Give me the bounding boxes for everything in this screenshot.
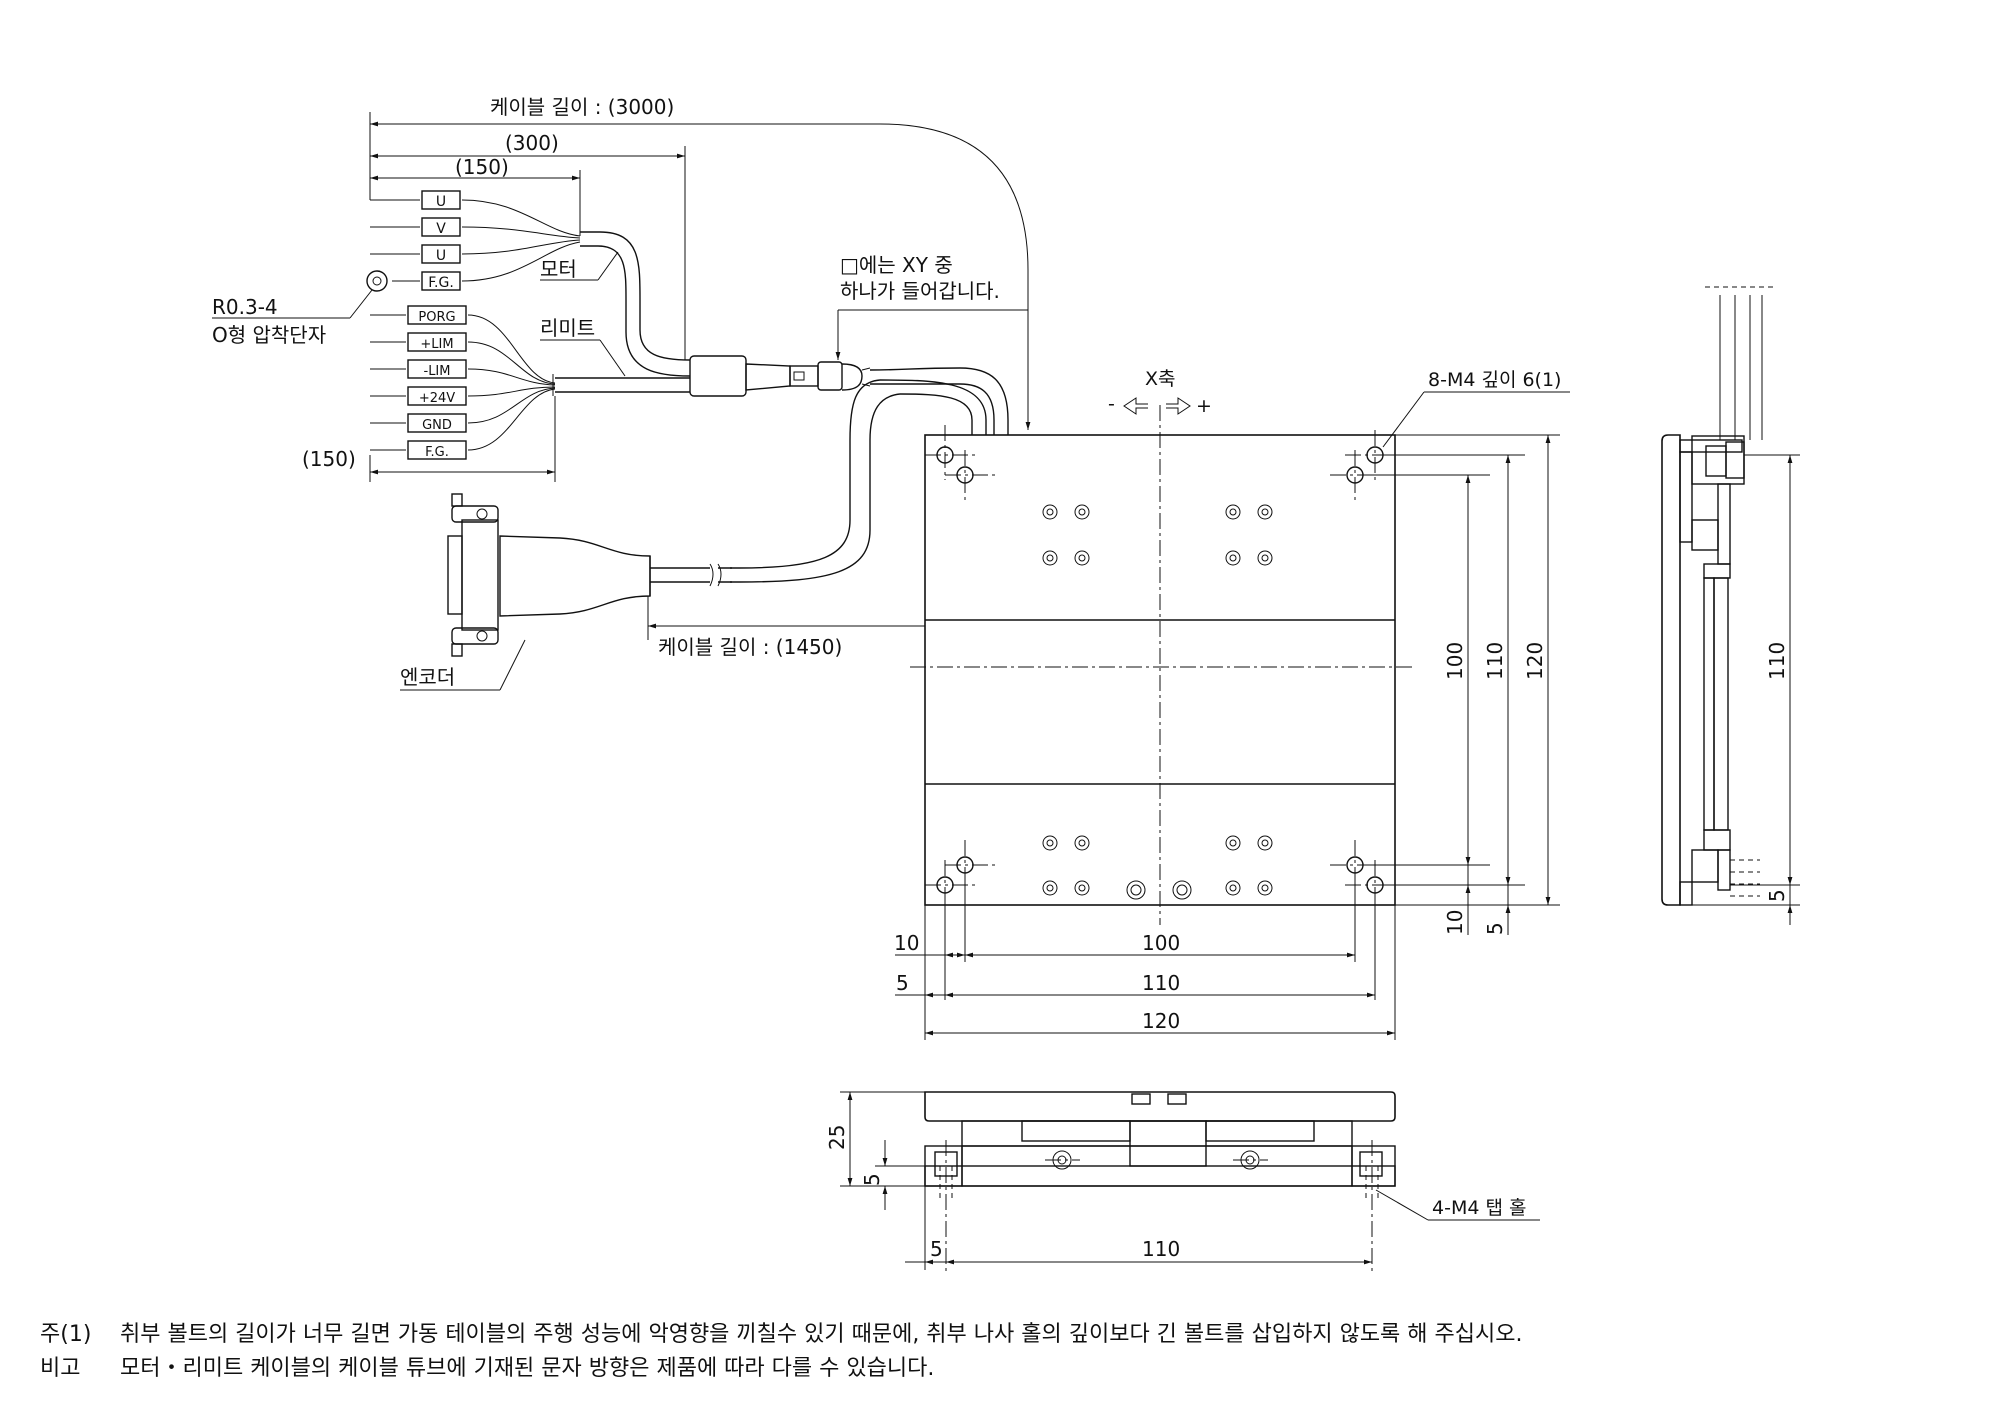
dim-10-left-label: 10 (894, 931, 919, 955)
dim-100-bottom-label: 100 (1142, 931, 1180, 955)
stage-front-view: 25 5 5 110 4-M4 탭 홀 (825, 1091, 1540, 1275)
xy-note-callout: □에는 XY 중 하나가 들어갑니다. (835, 253, 1028, 360)
limit-callout: 리미트 (540, 316, 626, 377)
limit-wire-gnd: GND (422, 418, 452, 433)
dim-120-bottom-label: 120 (1142, 1009, 1180, 1033)
motor-wire-u2: U (436, 248, 446, 264)
note-key: 비고 (40, 1356, 81, 1381)
dim-5-left-label: 5 (896, 971, 909, 995)
dim-110-right-label: 110 (1483, 642, 1507, 680)
dim-cable-length-encoder-label: 케이블 길이 : (1450) (658, 635, 842, 659)
motor-wire-u1: U (436, 194, 446, 210)
limit-wire-minus-lim: -LIM (424, 364, 451, 379)
note-text: 모터・리미트 케이블의 케이블 튜브에 기재된 문자 방향은 제품에 따라 다를… (120, 1356, 935, 1381)
x-minus-label: - (1108, 393, 1115, 415)
dim-150-top-label: (150) (455, 155, 509, 179)
note-key: 주(1) (40, 1322, 92, 1347)
stage-top-view: X축 - + 8-M4 깊이 6(1) 10 100 (894, 368, 1570, 1040)
motor-callout: 모터 (540, 251, 619, 281)
dim-150-left: (150) (302, 396, 556, 482)
cable-joint (689, 355, 961, 397)
front-5b-label: 5 (930, 1237, 943, 1261)
encoder-label: 엔코더 (400, 665, 455, 689)
dim-150-top: (150) (370, 155, 581, 236)
xy-note-line1: □에는 XY 중 (840, 253, 953, 277)
limit-label: 리미트 (540, 316, 595, 340)
front-25-label: 25 (825, 1125, 849, 1150)
dim-120-right-label: 120 (1523, 642, 1547, 680)
terminal-label-2: O형 압착단자 (212, 323, 326, 347)
xy-note-line2: 하나가 들어갑니다. (840, 279, 1000, 303)
encoder-callout: 엔코더 (400, 639, 526, 691)
note-row: 주(1) 취부 볼트의 길이가 너무 길면 가동 테이블의 주행 성능에 악영향… (40, 1318, 1980, 1352)
screw-heads (1042, 504, 1273, 900)
dim-cable-length-encoder: 케이블 길이 : (1450) (647, 596, 930, 659)
dim-5-right-label: 5 (1483, 922, 1507, 935)
dim-100-right-label: 100 (1443, 642, 1467, 680)
dim-300-label: (300) (505, 131, 559, 155)
stage-side-view: 110 5 (1661, 286, 1800, 925)
note-text: 취부 볼트의 길이가 너무 길면 가동 테이블의 주행 성능에 악영향을 끼칠수… (120, 1322, 1523, 1347)
motor-wire-v: V (436, 221, 446, 237)
limit-wires: PORG +LIM -LIM +24V GND F.G. (370, 305, 690, 460)
notes: 주(1) 취부 볼트의 길이가 너무 길면 가동 테이블의 주행 성능에 악영향… (40, 1318, 1980, 1386)
tap-holes-callout: 4-M4 탭 홀 (1375, 1189, 1540, 1221)
top-view-bottom-dims: 10 100 5 110 120 (894, 873, 1396, 1040)
dim-cable-length-motor: 케이블 길이 : (3000) (369, 95, 1031, 430)
front-110-label: 110 (1142, 1237, 1180, 1261)
limit-wire-porg: PORG (418, 310, 455, 325)
tap-holes-label: 4-M4 탭 홀 (1432, 1197, 1526, 1219)
cable-assembly: 케이블 길이 : (3000) (300) (150) (212, 95, 1031, 691)
stage-cables (730, 367, 1009, 583)
dim-cable-length-motor-label: 케이블 길이 : (3000) (490, 95, 674, 119)
limit-wire-plus-lim: +LIM (420, 337, 453, 352)
terminal-callout: R0.3-4 O형 압착단자 (212, 289, 373, 347)
limit-wire-fg: F.G. (425, 445, 449, 460)
front-5-label: 5 (860, 1173, 884, 1186)
side-110-label: 110 (1765, 642, 1789, 680)
side-5-label: 5 (1765, 889, 1789, 902)
note-row: 비고 모터・리미트 케이블의 케이블 튜브에 기재된 문자 방향은 제품에 따라… (40, 1352, 1980, 1386)
technical-drawing: 케이블 길이 : (3000) (300) (150) (212, 95, 1800, 1275)
dim-10-right-label: 10 (1443, 910, 1467, 935)
limit-wire-24v: +24V (419, 391, 455, 406)
dim-300: (300) (370, 131, 686, 360)
m4-holes-label: 8-M4 깊이 6(1) (1428, 369, 1561, 391)
terminal-label-1: R0.3-4 (212, 295, 278, 319)
motor-label: 모터 (540, 257, 577, 281)
top-view-right-dims: 100 10 110 5 120 (1363, 434, 1560, 935)
motor-wire-fg: F.G. (428, 275, 454, 291)
x-axis-label: X축 (1145, 368, 1176, 390)
dim-150-left-label: (150) (302, 447, 356, 471)
x-axis-indicator: X축 - + (1108, 368, 1212, 417)
dim-110-bottom-label: 110 (1142, 971, 1180, 995)
m4-holes-callout: 8-M4 깊이 6(1) (1382, 369, 1570, 448)
encoder-connector (447, 493, 732, 657)
motor-wires: U V U F.G. (366, 190, 691, 377)
x-plus-label: + (1196, 395, 1212, 417)
